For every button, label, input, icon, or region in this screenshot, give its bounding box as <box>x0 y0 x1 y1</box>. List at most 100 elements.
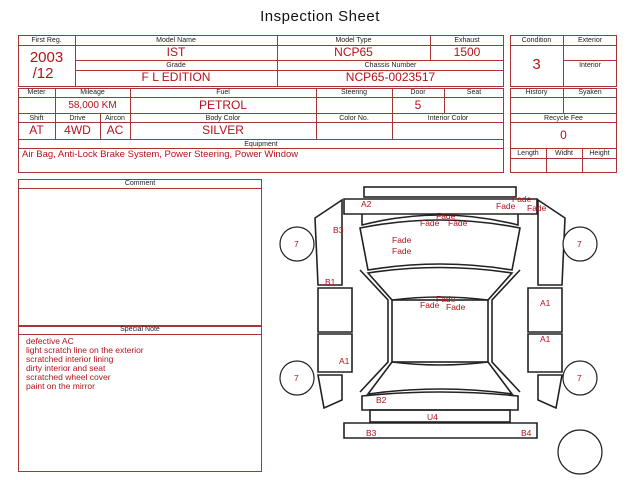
first-reg-label: First Reg. <box>31 37 62 44</box>
left-pillar <box>359 269 389 393</box>
comment-box <box>18 179 262 327</box>
damage-wheel-rear-left: 7 <box>294 373 299 383</box>
exhaust-value: 1500 <box>453 45 481 59</box>
model-type-label: Model Type <box>335 37 372 44</box>
damage-wheel-front-left: 7 <box>294 239 299 249</box>
special-note-line: scratched wheel cover <box>26 372 111 382</box>
color-no-label: Color No. <box>339 115 369 122</box>
right-rear-quarter <box>537 374 563 410</box>
damage-hood: Fade <box>420 218 440 228</box>
damage-roof: Fade <box>436 294 456 304</box>
model-name-value: IST <box>166 45 186 59</box>
front-bumper <box>343 198 538 215</box>
left-front-fender <box>314 198 343 286</box>
damage-left-front-door: B1 <box>325 277 336 287</box>
fuel-value: PETROL <box>198 98 247 112</box>
exterior-label: Exterior <box>577 37 603 44</box>
door-value: 5 <box>414 98 422 112</box>
interior-color-label: Interior Color <box>427 115 469 122</box>
fuel-label: Fuel <box>216 89 230 96</box>
special-note-line: defective AC <box>26 336 74 346</box>
page-title: Inspection Sheet <box>260 8 380 25</box>
wheel-rear-left <box>279 360 315 396</box>
damage-right-front-door: A1 <box>540 298 551 308</box>
wheel-front-left <box>279 226 315 262</box>
syaken-label: Syaken <box>578 89 602 96</box>
recycle-fee-label: Recycle Fee <box>544 115 583 122</box>
damage-left-rear-quarter: A1 <box>339 356 350 366</box>
equipment-value: Air Bag, Anti-Lock Brake System, Power S… <box>22 149 299 160</box>
model-name-label: Model Name <box>156 37 196 44</box>
damage-trunk: U4 <box>427 412 438 422</box>
special-note-box <box>18 325 262 472</box>
drive-value: 4WD <box>64 123 91 137</box>
right-pillar <box>491 269 521 393</box>
aircon-label: Aircon <box>105 115 125 122</box>
left-rear-door <box>317 333 353 373</box>
aircon-value: AC <box>106 123 124 137</box>
chassis-number-label: Chassis Number <box>364 62 417 69</box>
wheel-rear-right <box>562 360 598 396</box>
damage-front-right-corner: Fade <box>527 203 547 213</box>
damage-rear-bumper-left: B3 <box>366 428 377 438</box>
mileage-value: 58,000 KM <box>68 100 117 111</box>
model-type-value: NCP65 <box>334 45 373 59</box>
exhaust-label: Exhaust <box>454 37 480 44</box>
interior-label: Interior <box>579 62 601 69</box>
right-rear-door <box>527 333 563 373</box>
damage-wheel-rear-right: 7 <box>577 373 582 383</box>
right-front-fender <box>537 198 566 286</box>
first-reg-year: 2003 <box>29 49 64 66</box>
roof <box>391 299 489 363</box>
body-color-value: SILVER <box>202 123 244 137</box>
equipment-label: Equipment <box>244 141 278 148</box>
special-note-line: scratched interior lining <box>26 354 114 364</box>
damage-hood: Fade <box>448 218 468 228</box>
damage-wheel-front-right: 7 <box>577 239 582 249</box>
rear-window <box>366 361 514 396</box>
damage-windshield: Fade <box>392 235 412 245</box>
damage-rear-bumper-right: B4 <box>521 428 532 438</box>
mileage-label: Mileage <box>80 89 105 96</box>
seat-label: Seat <box>466 89 482 96</box>
recycle-fee-value: 0 <box>560 128 567 142</box>
height-label: Height <box>589 150 610 157</box>
grade-label: Grade <box>166 62 186 69</box>
first-reg-month: /12 <box>32 65 54 82</box>
shift-value: AT <box>29 123 44 137</box>
right-front-door <box>527 287 563 333</box>
wheel-front-right <box>562 226 598 262</box>
grille-line <box>361 214 519 227</box>
vehicle-info-block <box>18 35 504 87</box>
damage-hood: Fade <box>436 211 456 221</box>
damage-rear-lower: B2 <box>376 395 387 405</box>
damage-right-rear-door: A1 <box>540 334 551 344</box>
shift-label: Shift <box>29 115 44 122</box>
damage-front-right-corner: Fade <box>496 201 516 211</box>
damage-roof: Fade <box>420 300 440 310</box>
grade-value: F L EDITION <box>141 70 211 84</box>
special-note-line: light scratch line on the exterior <box>26 345 144 355</box>
history-label: History <box>525 89 548 96</box>
damage-left-front-fender: B3 <box>333 225 344 235</box>
rear-panel <box>361 391 519 411</box>
windshield <box>366 266 514 301</box>
rear-bumper <box>343 422 538 439</box>
condition-label: Condition <box>521 37 552 44</box>
chassis-number-value: NCP65-0023517 <box>345 70 436 84</box>
comment-label: Comment <box>124 180 156 187</box>
condition-value: 3 <box>532 56 541 73</box>
special-note-line: paint on the mirror <box>26 381 95 391</box>
front-bumper-top <box>363 186 517 198</box>
spec-block <box>18 88 504 173</box>
body-color-label: Body Color <box>205 115 241 122</box>
special-note-line: dirty interior and seat <box>26 363 106 373</box>
damage-windshield: Fade <box>392 246 412 256</box>
steering-label: Steering <box>340 89 368 96</box>
meter-label: Meter <box>27 89 46 96</box>
damage-front-right-corner: Fade <box>512 194 532 204</box>
length-label: Length <box>517 150 539 157</box>
width-label: Widht <box>555 150 573 157</box>
damage-roof: Fade <box>446 302 466 312</box>
